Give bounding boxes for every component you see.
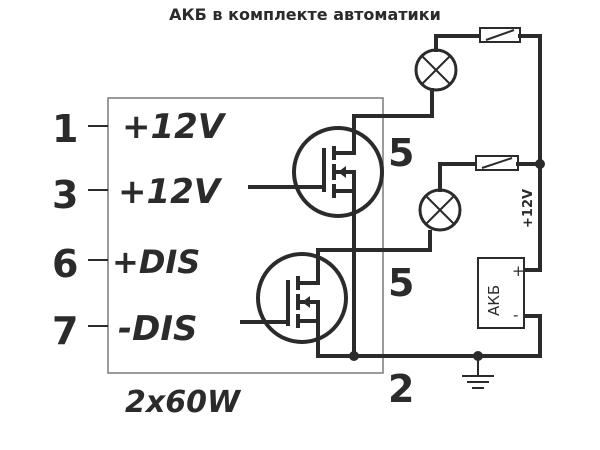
pin-6-number: 6 <box>52 242 78 286</box>
wire-supply-to-battery <box>518 162 542 272</box>
module-box <box>107 97 384 374</box>
resistor-upper-icon <box>479 27 521 43</box>
junction-source <box>349 351 359 361</box>
battery-plus: + <box>512 262 525 280</box>
diagram-title: АКБ в комплекте автоматики <box>169 5 441 24</box>
pin-3-number: 3 <box>52 173 78 217</box>
wire-lamp-upper-top <box>434 34 482 52</box>
output-5-lower-number: 5 <box>388 261 414 305</box>
lamp-upper-icon <box>414 48 458 92</box>
wire-supply-right <box>518 34 542 166</box>
pin-7-label: -DIS <box>118 309 197 349</box>
mosfet-lower <box>240 252 348 358</box>
lamp-lower-icon <box>418 188 462 232</box>
pin-3-label: +12V <box>118 172 223 212</box>
wire-ground-bus <box>316 314 542 358</box>
wire-lamp-lower-top <box>438 162 478 192</box>
module-caption: 2x60W <box>125 385 242 420</box>
resistor-lower-icon <box>475 155 519 171</box>
output-5-upper-number: 5 <box>388 131 414 175</box>
battery-minus: - <box>513 306 518 324</box>
mosfet-upper <box>248 126 384 218</box>
battery-icon <box>477 257 525 329</box>
pin-6-label: +DIS <box>112 243 200 281</box>
ground-symbol <box>462 356 494 389</box>
output-2-number: 2 <box>388 367 414 411</box>
wire-lower-drain <box>316 230 432 256</box>
supply-voltage-label: +12V <box>521 189 536 228</box>
battery-label: АКБ <box>485 285 503 316</box>
wire-upper-drain <box>352 88 434 132</box>
pin-7-number: 7 <box>52 309 78 353</box>
pin-1-label: +12V <box>122 107 227 147</box>
pin-1-number: 1 <box>52 107 78 151</box>
